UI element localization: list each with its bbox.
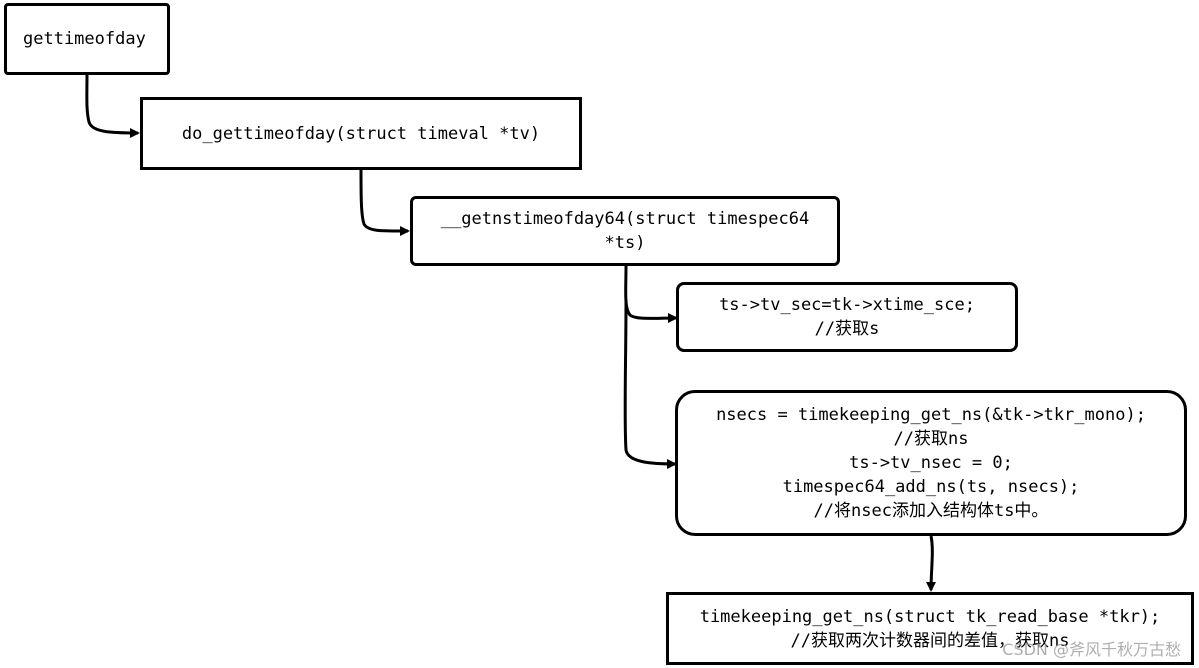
node-label: //将nsec添加入结构体ts中。	[813, 501, 1049, 521]
node-label: do_gettimeofday(struct timeval *tv)	[181, 123, 541, 144]
node-label: gettimeofday	[23, 29, 146, 49]
node-label: nsecs = timekeeping_get_ns(&tk->tkr_mono…	[716, 405, 1146, 425]
node-label: ts->tv_nsec = 0;	[849, 453, 1013, 473]
node-label: __getnstimeofday64(struct timespec64	[440, 209, 810, 229]
node-label: timespec64_add_ns(ts, nsecs);	[782, 477, 1080, 497]
node-timekeeping-get-ns: timekeeping_get_ns(struct tk_read_base *…	[666, 592, 1194, 665]
node-get-nanoseconds: nsecs = timekeeping_get_ns(&tk->tkr_mono…	[675, 390, 1187, 536]
edge-n3-n4	[624, 265, 678, 324]
node-label: *ts)	[604, 233, 646, 253]
edge-n3-n5	[623, 299, 677, 469]
node-get-seconds: ts->tv_sec=tk->xtime_sce; //获取s	[676, 282, 1018, 352]
node-label: ts->tv_sec=tk->xtime_sce;	[719, 295, 975, 315]
node-gettimeofday: gettimeofday	[4, 3, 170, 75]
node-label: //获取两次计数器间的差值，获取ns	[790, 630, 1070, 651]
edge-n1-n2	[85, 74, 140, 138]
edge-n5-n6	[926, 535, 937, 592]
node-label: //获取ns	[893, 429, 969, 449]
node-label: timekeeping_get_ns(struct tk_read_base *…	[699, 606, 1161, 627]
edge-n2-n3	[359, 169, 410, 237]
node-getnstimeofday64: __getnstimeofday64(struct timespec64 *ts…	[410, 196, 840, 266]
watermark: CSDN @斧风千秋万古愁	[1002, 640, 1181, 659]
node-label: //获取s	[814, 319, 880, 339]
node-do-gettimeofday: do_gettimeofday(struct timeval *tv)	[140, 97, 582, 170]
